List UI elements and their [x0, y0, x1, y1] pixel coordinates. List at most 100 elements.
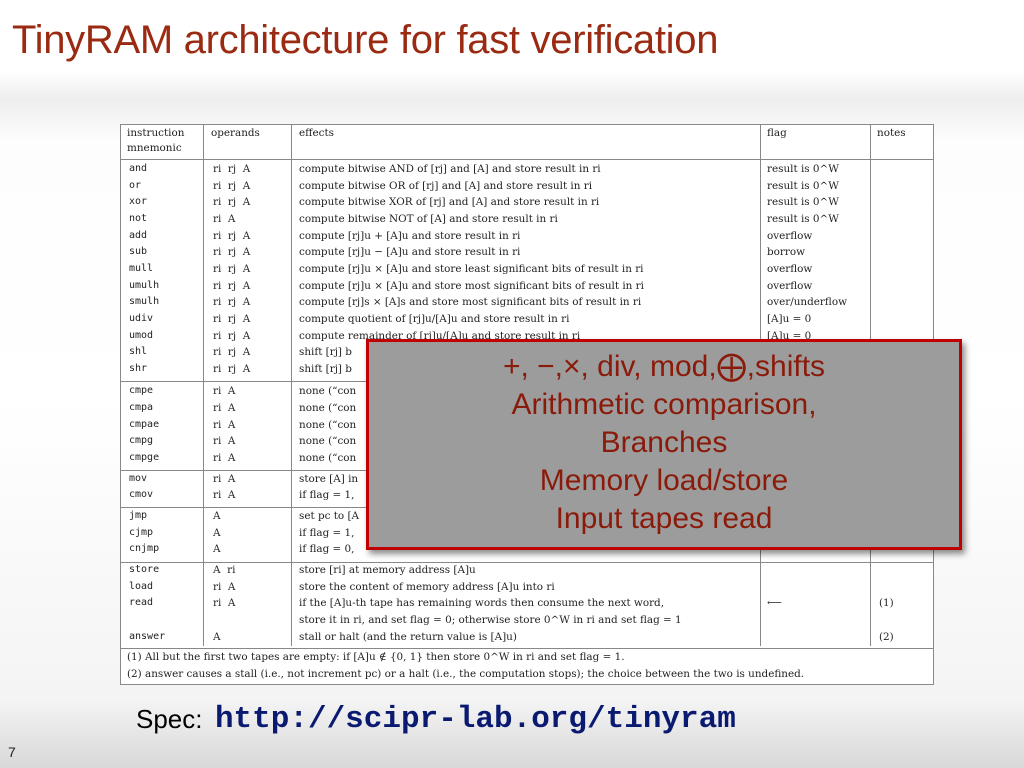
cell-effects: set pc to [A — [299, 510, 360, 522]
cell-effects: compute bitwise XOR of [rj] and [A] and … — [299, 196, 600, 209]
column-divider — [291, 125, 292, 646]
row-separator — [121, 562, 933, 563]
cell-effects: store [A] in — [299, 472, 359, 485]
cell-mnemonic: shr — [129, 362, 148, 374]
cell-flag: over/underflow — [767, 296, 847, 309]
callout-line-comparison: Arithmetic comparison, — [511, 388, 817, 421]
table-row: mull ri rj A compute [rj]u × [A]u and stor… — [121, 261, 933, 278]
cell-operands: ri rj A — [213, 179, 251, 192]
cell-effects: if flag = 1, — [299, 489, 355, 502]
cell-operands: ri A — [213, 385, 236, 398]
cell-effects: compute bitwise NOT of [A] and store res… — [299, 212, 558, 225]
cell-flag: overflow — [767, 262, 813, 275]
table-row: cmov ri A if flag = 1, — [121, 487, 933, 504]
cell-operands: ri A — [213, 489, 236, 502]
cell-effects: compute bitwise AND of [rj] and [A] and … — [299, 163, 601, 175]
callout-line-operations: +, −,×, div, mod,⨁,shifts — [502, 350, 826, 383]
cell-mnemonic: cnjmp — [129, 543, 160, 555]
cell-effects: stall or halt (and the return value is [… — [299, 630, 517, 643]
row-separator — [121, 159, 933, 160]
cell-mnemonic: read — [129, 597, 154, 609]
cell-mnemonic: cmpe — [129, 385, 154, 397]
cell-operands: ri rj A — [213, 346, 251, 359]
table-row: shr ri rj A shift [rj] b — [121, 361, 933, 378]
cell-mnemonic: mull — [129, 262, 154, 274]
cell-mnemonic: cmpg — [129, 435, 154, 447]
summary-callout: +, −,×, div, mod,⨁,shifts Arithmetic com… — [366, 339, 962, 550]
cell-notes: (2) — [879, 630, 894, 643]
cell-mnemonic: or — [129, 179, 142, 191]
cell-flag: [A]u = 0 — [767, 329, 812, 342]
header-mnemonic-line2: mnemonic — [127, 142, 182, 154]
cell-flag: result is 0^W — [767, 212, 839, 225]
cell-mnemonic: cmpge — [129, 452, 160, 464]
callout-line-memory: Memory load/store — [539, 464, 789, 497]
cell-operands: ri rj A — [213, 229, 251, 242]
cell-mnemonic: mov — [129, 472, 148, 484]
cell-flag: borrow — [767, 246, 805, 259]
spec-link[interactable]: http://scipr-lab.org/tinyram — [214, 702, 736, 737]
table-row: read ri A if the [A]u-th tape has remainin… — [121, 595, 933, 612]
cell-operands: ri A — [213, 212, 236, 225]
cell-mnemonic: umulh — [129, 279, 160, 291]
header-flag: flag — [767, 127, 787, 139]
cell-mnemonic: cmov — [129, 489, 154, 501]
cell-mnemonic: shl — [129, 346, 148, 358]
page-number: 7 — [8, 744, 16, 760]
cell-operands: ri A — [213, 597, 236, 610]
cell-operands: ri A — [213, 435, 236, 448]
cell-effects: if the [A]u-th tape has remaining words … — [299, 597, 665, 610]
cell-operands: ri rj A — [213, 196, 251, 209]
cell-mnemonic: answer — [129, 630, 166, 642]
footnote-2: (2) answer causes a stall (i.e., not inc… — [127, 668, 805, 680]
cell-mnemonic: smulh — [129, 296, 160, 308]
cell-effects: compute quotient of [rj]u/[A]u and store… — [299, 312, 570, 325]
cell-operands: ri rj A — [213, 262, 251, 275]
cell-flag: result is 0^W — [767, 196, 839, 209]
cell-operands: ri rj A — [213, 362, 251, 375]
cell-operands: ri rj A — [213, 296, 251, 309]
header-effects: effects — [299, 127, 335, 139]
cell-effects: compute [rj]u − [A]u and store result in… — [299, 246, 521, 259]
cell-mnemonic: umod — [129, 329, 154, 341]
cell-operands: A — [213, 526, 221, 539]
cell-effects: store the content of memory address [A]u… — [299, 580, 555, 593]
cell-effects: none (“con — [299, 452, 357, 465]
row-separator — [121, 648, 933, 649]
cell-operands: A — [213, 510, 221, 522]
cell-effects: compute [rj]u × [A]u and store least sig… — [299, 262, 644, 275]
cell-effects: compute [rj]u × [A]u and store most sign… — [299, 279, 644, 292]
cell-effects: shift [rj] b — [299, 362, 352, 375]
cell-operands: A — [213, 543, 221, 556]
spec-label: Spec: — [136, 704, 203, 734]
cell-mnemonic: jmp — [129, 510, 148, 521]
cell-operands: A ri — [213, 563, 236, 576]
cell-flag: overflow — [767, 229, 813, 242]
header-operands: operands — [211, 127, 260, 139]
cell-effects: compute [rj]u + [A]u and store result in… — [299, 229, 521, 242]
cell-flag: result is 0^W — [767, 179, 839, 192]
cell-operands: ri rj A — [213, 246, 251, 259]
cell-mnemonic: and — [129, 163, 148, 174]
cell-effects: compute [rj]s × [A]s and store most sign… — [299, 296, 642, 309]
cell-mnemonic: udiv — [129, 312, 154, 324]
cell-mnemonic: cmpae — [129, 418, 160, 430]
